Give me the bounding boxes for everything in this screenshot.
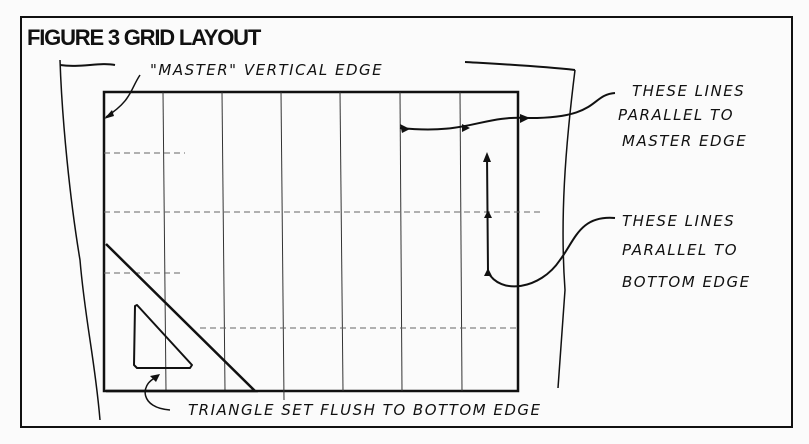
master-edge-arrow	[105, 74, 141, 118]
figure-frame	[20, 16, 793, 428]
arrowhead-icon	[484, 210, 492, 218]
paper-top-edge-left	[59, 63, 116, 67]
arrowhead-icon	[462, 124, 470, 132]
paper-right-edge	[557, 69, 576, 389]
vertical-grid-lines	[162, 91, 463, 401]
parallel-bottom-label: THESE LINES PARALLEL TO BOTTOM EDGE	[622, 212, 751, 291]
svg-text:PARALLEL TO: PARALLEL TO	[618, 106, 734, 124]
master-edge-label: "MASTER" VERTICAL EDGE	[150, 61, 383, 79]
arrowhead-icon	[400, 124, 410, 133]
arrowhead-icon	[520, 114, 530, 123]
svg-text:THESE LINES: THESE LINES	[622, 212, 735, 230]
paper-left-edge	[59, 59, 101, 421]
arrowhead-icon	[483, 152, 491, 162]
parallel-master-label: THESE LINES PARALLEL TO MASTER EDGE	[618, 82, 747, 150]
grid	[102, 90, 540, 401]
parallel-bottom-arrow	[486, 154, 616, 288]
horizontal-grid-lines	[104, 152, 540, 329]
paper-top-edge-right	[464, 61, 576, 71]
triangle-arrow	[144, 377, 171, 411]
triangle-tool	[105, 243, 259, 393]
svg-text:PARALLEL TO: PARALLEL TO	[622, 241, 738, 259]
svg-text:BOTTOM EDGE: BOTTOM EDGE	[622, 273, 751, 291]
arrowhead-icon	[484, 268, 492, 276]
arrowhead-icon	[150, 374, 160, 382]
grid-border	[102, 90, 520, 393]
triangle-label: TRIANGLE SET FLUSH TO BOTTOM EDGE	[188, 401, 541, 419]
parallel-master-arrow	[399, 92, 616, 131]
figure-title: FIGURE 3 GRID LAYOUT	[27, 25, 262, 50]
arrowhead-icon	[104, 110, 114, 119]
svg-text:MASTER EDGE: MASTER EDGE	[622, 132, 747, 150]
svg-text:THESE LINES: THESE LINES	[632, 82, 745, 100]
